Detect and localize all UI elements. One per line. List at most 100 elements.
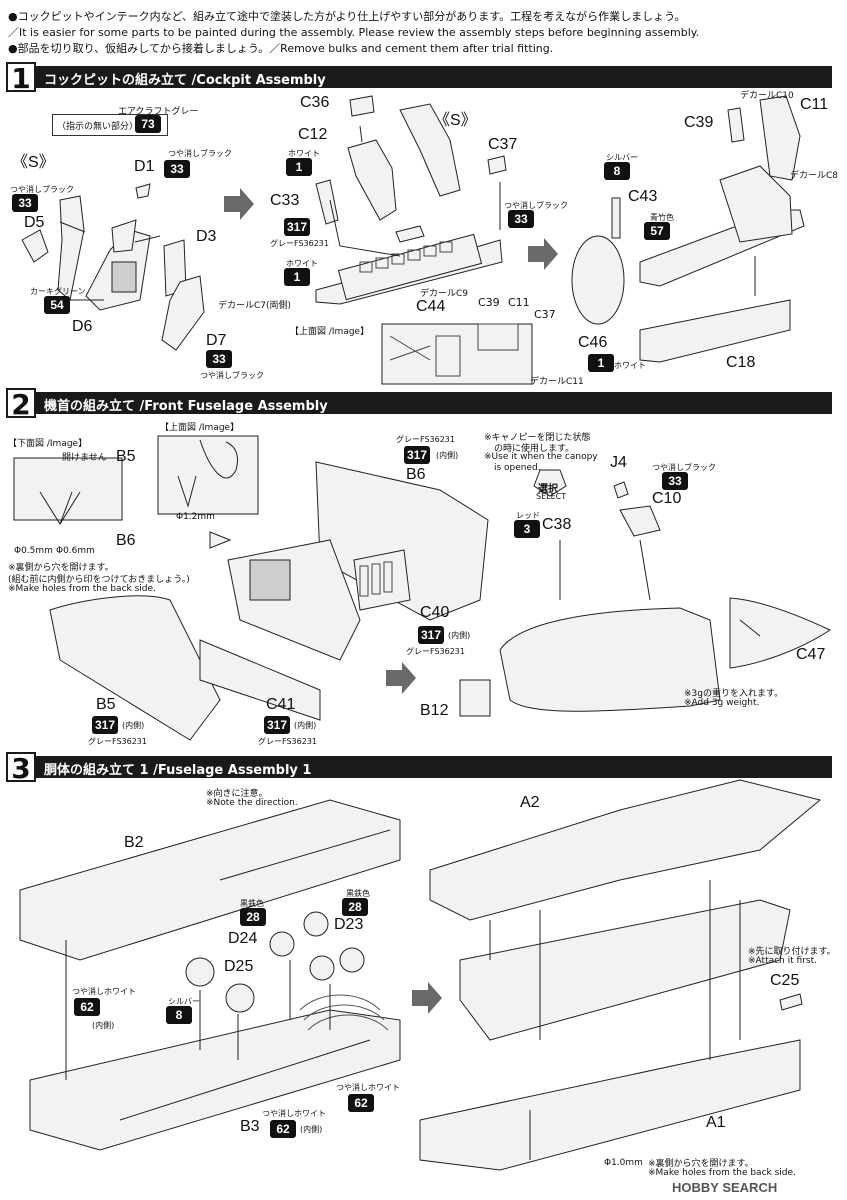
label-D3: D3 xyxy=(196,228,217,245)
hole-size-12: Φ1.2mm xyxy=(176,512,215,522)
paint-name-c41: グレーFS36231 xyxy=(258,737,317,746)
paint-badge-b3: 62 xyxy=(270,1120,296,1138)
note-text: （指示の無い部分） xyxy=(57,122,139,132)
decal-c11: デカールC11 xyxy=(530,377,584,387)
label-J4: J4 xyxy=(610,454,627,471)
hole-note-en: ※Make holes from the back side. xyxy=(648,1168,796,1178)
paint-name-c10: つや消しブラック xyxy=(652,463,716,472)
paint-badge-d23: 28 xyxy=(342,898,368,916)
label-C10: C10 xyxy=(652,490,682,507)
hole-size-10: Φ1.0mm xyxy=(604,1158,643,1168)
decal-c10: デカールC10 xyxy=(740,91,794,101)
weight-note-jp: ※3gの重りを入れます。 xyxy=(684,689,784,699)
paint-badge-c43: 8 xyxy=(604,162,630,180)
label-D25: D25 xyxy=(224,958,254,975)
paint-name-b3: つや消しホワイト xyxy=(262,1109,326,1118)
step1-header: 1 コックピットの組み立て /Cockpit Assembly xyxy=(6,62,832,94)
label-D23: D23 xyxy=(334,916,364,933)
paint-pre-b6: グレーFS36231 xyxy=(396,435,455,444)
decal-c8: デカールC8 xyxy=(790,171,839,181)
paint-post-c40: (内側) xyxy=(448,631,471,640)
paint-name-d6: カーキグリーン xyxy=(30,287,86,296)
paint-name-c37: つや消しブラック xyxy=(504,201,568,210)
label-C39-right: C39 xyxy=(684,114,714,131)
paint-badge-c43b: 57 xyxy=(644,222,670,240)
label-C43: C43 xyxy=(628,188,658,205)
label-C40: C40 xyxy=(420,604,450,621)
step2-title: 機首の組み立て /Front Fuselage Assembly xyxy=(44,399,328,414)
canopy-note-jp1: ※キャノピーを閉じた状態 xyxy=(484,433,591,443)
label-C11-right: C11 xyxy=(800,96,829,113)
paint-badge-c10: 33 xyxy=(662,472,688,490)
paint-name-b5: グレーFS36231 xyxy=(88,737,147,746)
paint-name-b3r: つや消しホワイト xyxy=(336,1083,400,1092)
label-B12: B12 xyxy=(420,702,449,719)
label-B6-bottom: B6 xyxy=(116,532,136,549)
select-badge: 選択 SELECT xyxy=(530,478,566,504)
select-jp: 選択 xyxy=(538,484,558,495)
paint-name-c40: グレーFS36231 xyxy=(406,647,465,656)
label-D1: D1 xyxy=(134,158,155,175)
step3-title: 胴体の組み立て 1 /Fuselage Assembly 1 xyxy=(44,763,312,778)
paint-badge-73: 73 xyxy=(135,115,161,133)
paint-badge-d24: 28 xyxy=(240,908,266,926)
intro-line-1: ●コックピットやインテーク内など、組み立て途中で塗装した方がより仕上げやすい部分… xyxy=(8,10,686,23)
paint-badge-b3r: 62 xyxy=(348,1094,374,1112)
hole-note-2: (組む前に内側から印をつけておきましょう。) xyxy=(8,575,190,585)
hole-note-jp: ※裏側から穴を開けます。 xyxy=(648,1159,754,1169)
paint-badge-c38: 3 xyxy=(514,520,540,538)
label-B5: B5 xyxy=(96,696,116,713)
direction-note-en: ※Note the direction. xyxy=(206,798,298,808)
s-mark-left: 《S》 xyxy=(12,154,55,171)
paint-badge-c33: 317 xyxy=(284,218,310,236)
paint-badge-c12: 1 xyxy=(286,158,312,176)
label-B5-top: B5 xyxy=(116,448,136,465)
hole-size-06: Φ0.6mm xyxy=(56,546,95,556)
step1-number: 1 xyxy=(6,62,36,94)
paint-name-white2: ホワイト xyxy=(286,259,318,268)
paint-badge-b5: 317 xyxy=(92,716,118,734)
paint-name-d5: つや消しブラック xyxy=(10,185,74,194)
paint-name-d7: つや消しブラック xyxy=(200,371,264,380)
paint-post-b6: (内側) xyxy=(436,451,459,460)
paint-post-b3: (内側) xyxy=(300,1125,323,1134)
label-C38: C38 xyxy=(542,516,572,533)
label-C33: C33 xyxy=(270,192,300,209)
label-D7: D7 xyxy=(206,332,227,349)
attach-note-en: ※Attach it first. xyxy=(748,956,817,966)
paint-post-b5: (内側) xyxy=(122,721,145,730)
top-view-label: 【上面図 /Image】 xyxy=(160,423,240,433)
paint-badge-c46: 1 xyxy=(588,354,614,372)
label-C18: C18 xyxy=(726,354,756,371)
label-B2: B2 xyxy=(124,834,144,851)
step2-number: 2 xyxy=(6,388,36,420)
note-box: （指示の無い部分） 73 xyxy=(52,114,168,136)
paint-name-d1: つや消しブラック xyxy=(168,149,232,158)
image-label-1: 【上面図 /Image】 xyxy=(290,327,370,337)
paint-badge-b6: 317 xyxy=(404,446,430,464)
paint-name-c38: レッド xyxy=(516,511,540,520)
intro-line-3: ●部品を切り取り、仮組みしてから接着しましょう。／Remove bulks an… xyxy=(8,42,554,55)
hole-note-1: ※裏側から穴を開けます。 xyxy=(8,563,114,573)
paint-badge-d5: 33 xyxy=(12,194,38,212)
label-D6: D6 xyxy=(72,318,93,335)
paint-name-c12: ホワイト xyxy=(288,149,320,158)
paint-badge-c40: 317 xyxy=(418,626,444,644)
canopy-note-en1: ※Use it when the canopy xyxy=(484,452,598,462)
label-C46: C46 xyxy=(578,334,608,351)
label-A2: A2 xyxy=(520,794,540,811)
paint-badge-d6: 54 xyxy=(44,296,70,314)
label-A1: A1 xyxy=(706,1114,726,1131)
decal-c7: デカールC7(両側) xyxy=(218,301,292,311)
label-C47: C47 xyxy=(796,646,826,663)
paint-name-c43: シルバー xyxy=(606,153,638,162)
paint-name-c43b: 青竹色 xyxy=(650,213,674,222)
step3-number: 3 xyxy=(6,752,36,784)
paint-post-c41: (内側) xyxy=(294,721,317,730)
paint-badge-d7: 33 xyxy=(206,350,232,368)
no-holes-note: 開けません xyxy=(62,453,107,463)
bottom-view-label: 【下面図 /Image】 xyxy=(8,439,88,449)
label-C44: C44 xyxy=(416,298,446,315)
label-D5: D5 xyxy=(24,214,45,231)
direction-note-jp: ※向きに注意。 xyxy=(206,789,268,799)
